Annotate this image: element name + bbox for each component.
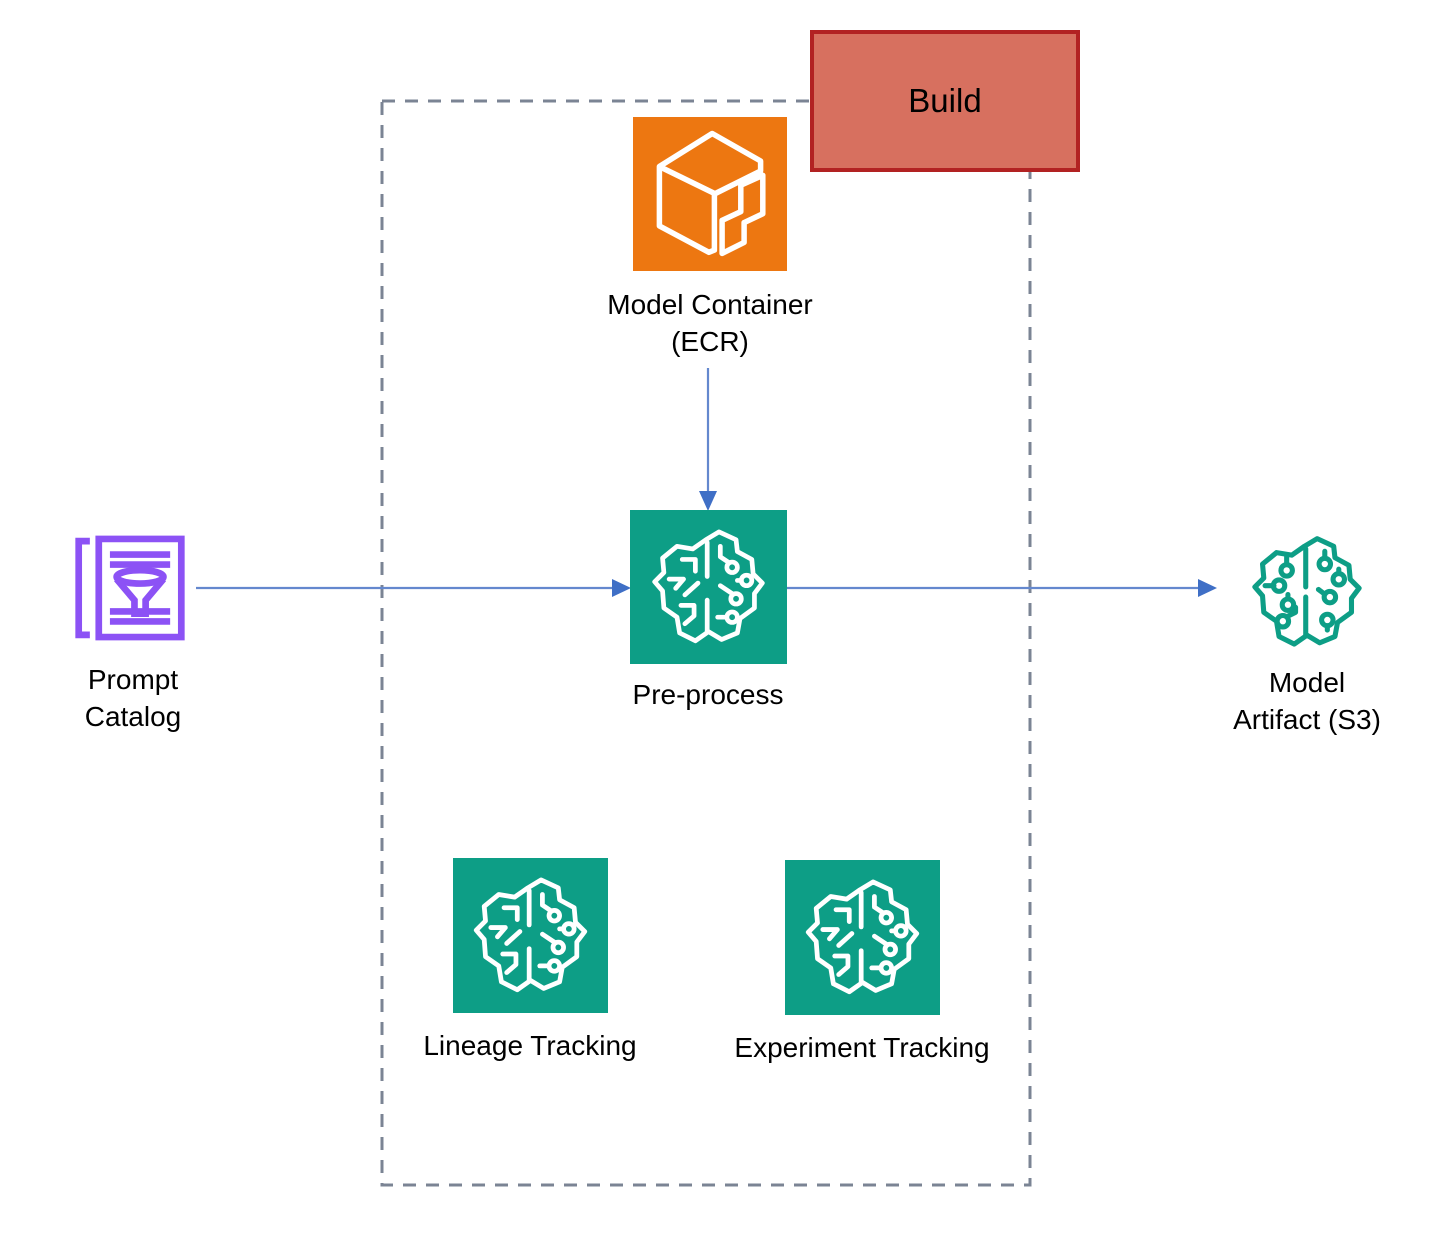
- model-artifact-node: [1246, 531, 1368, 653]
- pre-process-label: Pre-process: [558, 676, 858, 713]
- document-funnel-icon: [72, 532, 188, 644]
- brain-circuit-outline-icon: [1246, 531, 1368, 653]
- brain-circuit-icon: [467, 872, 594, 999]
- model-container-label-line1: Model Container: [607, 289, 813, 320]
- arrow-prompt-to-preprocess: [196, 579, 631, 597]
- lineage-tracking-label-line1: Lineage Tracking: [423, 1030, 637, 1061]
- model-artifact-label-line1: Model: [1268, 667, 1346, 698]
- model-container-node: [633, 117, 787, 271]
- prompt-catalog-label-line2: Catalog: [84, 701, 182, 732]
- model-artifact-label: Model Artifact (S3): [1157, 664, 1432, 738]
- model-container-label-line2: (ECR): [671, 326, 749, 357]
- prompt-catalog-label-line1: Prompt: [87, 664, 179, 695]
- pre-process-node: [630, 510, 787, 664]
- prompt-catalog-node: [72, 532, 188, 644]
- pre-process-label-line1: Pre-process: [632, 679, 784, 710]
- model-container-label: Model Container (ECR): [560, 286, 860, 360]
- experiment-tracking-node: [785, 860, 940, 1015]
- model-artifact-label-line2: Artifact (S3): [1233, 704, 1381, 735]
- arrow-container-to-preprocess: [699, 368, 717, 511]
- experiment-tracking-label: Experiment Tracking: [712, 1029, 1012, 1066]
- build-stage-boundary: [380, 99, 1032, 1187]
- prompt-catalog-label: Prompt Catalog: [0, 661, 283, 735]
- brain-circuit-icon: [799, 874, 926, 1001]
- container-cube-icon: [633, 117, 787, 271]
- lineage-tracking-label: Lineage Tracking: [380, 1027, 680, 1064]
- build-stage-box: Build: [810, 30, 1080, 172]
- experiment-tracking-label-line1: Experiment Tracking: [734, 1032, 990, 1063]
- arrow-preprocess-to-artifact: [787, 579, 1217, 597]
- build-stage-label: Build: [908, 82, 982, 119]
- lineage-tracking-node: [453, 858, 608, 1013]
- brain-circuit-icon: [644, 524, 773, 650]
